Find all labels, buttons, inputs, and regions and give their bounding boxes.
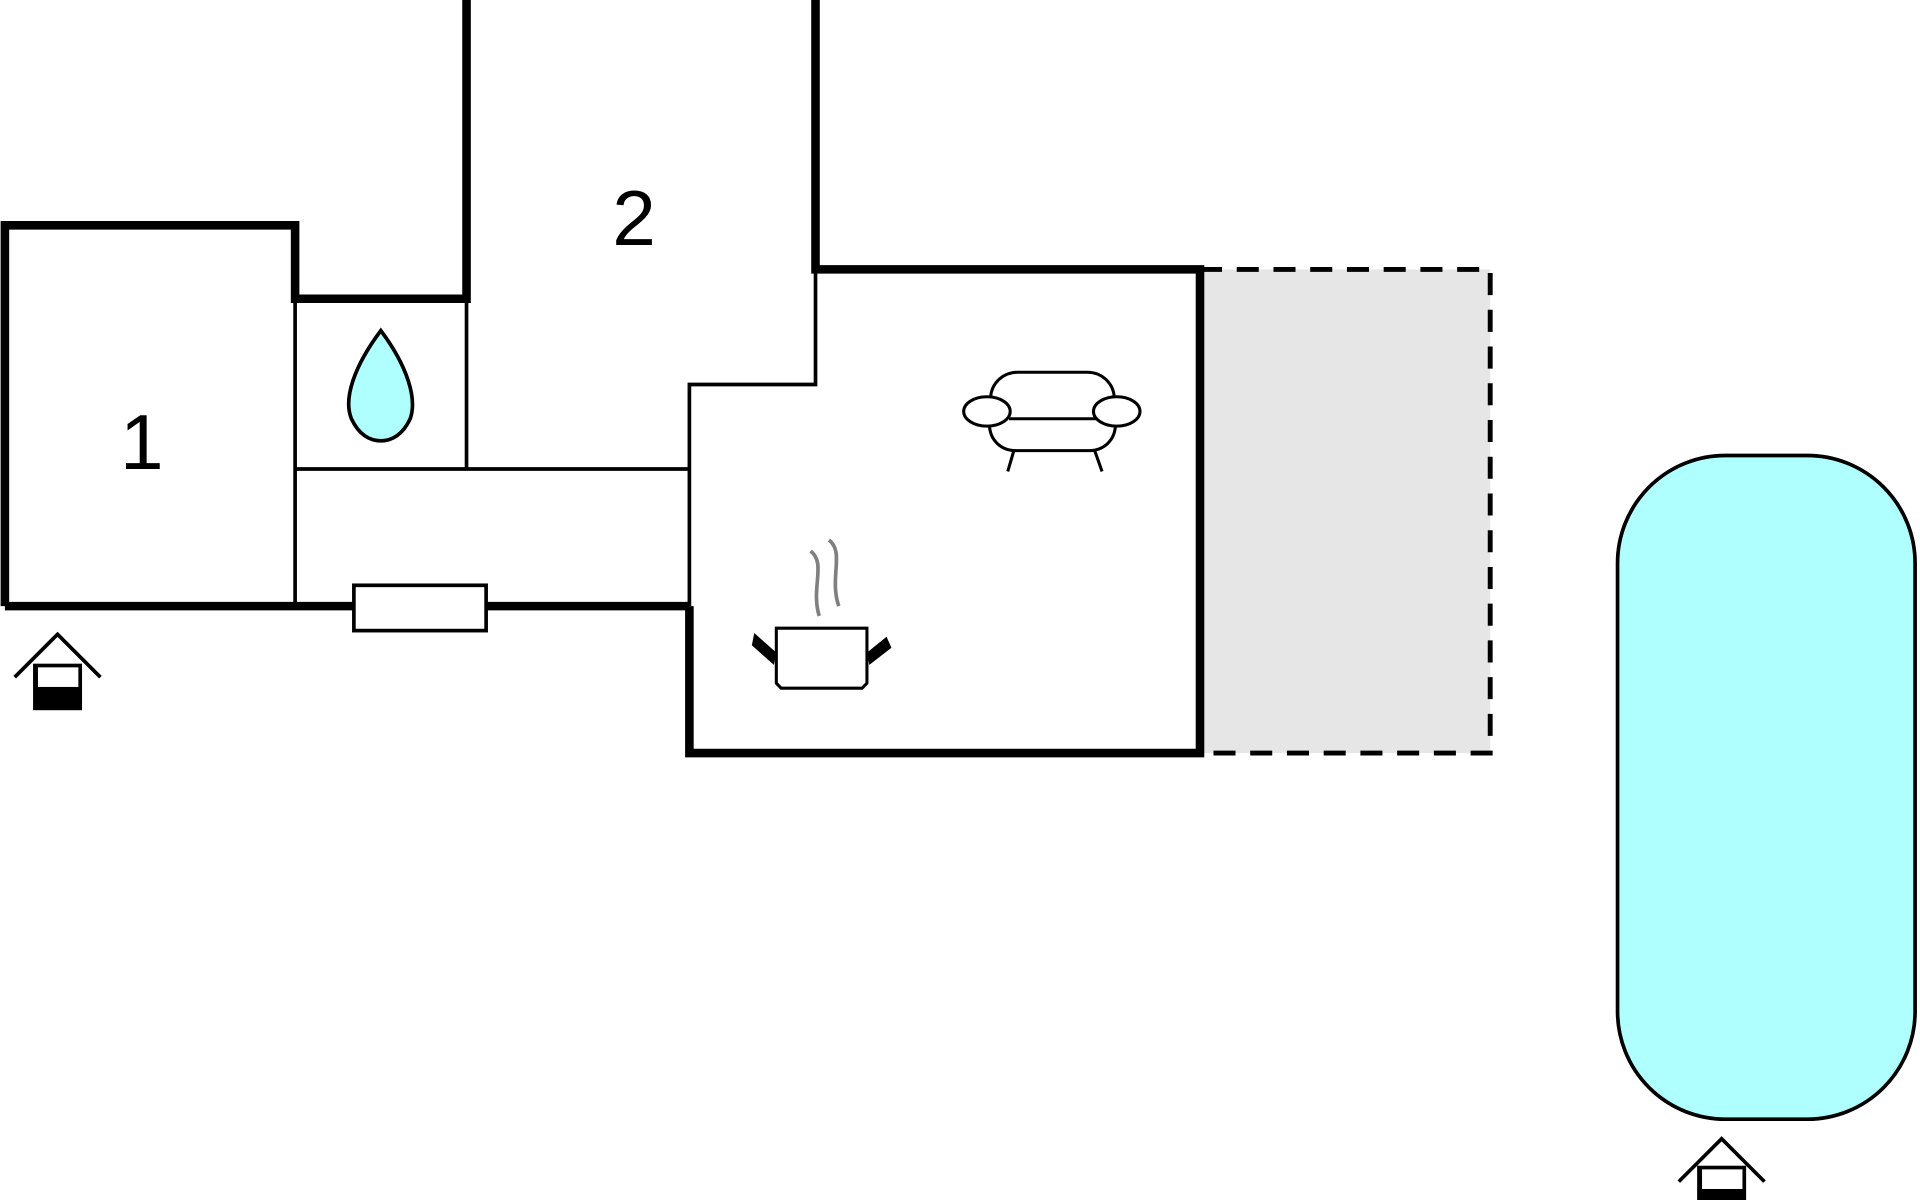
- sofa-icon: [962, 370, 1142, 472]
- house-entrance-icon: [13, 631, 102, 711]
- cooking-pot-icon: [751, 538, 892, 690]
- bathroom-water-drop-icon: [346, 327, 415, 443]
- pool: [1615, 453, 1917, 1122]
- terrace: [1200, 266, 1493, 756]
- exterior-walls: [0, 0, 1205, 758]
- room-label-2: 2: [612, 174, 656, 262]
- house-entrance-icon: [1677, 1136, 1766, 1200]
- room-label-1: 1: [120, 398, 164, 486]
- interior-walls: [293, 269, 818, 633]
